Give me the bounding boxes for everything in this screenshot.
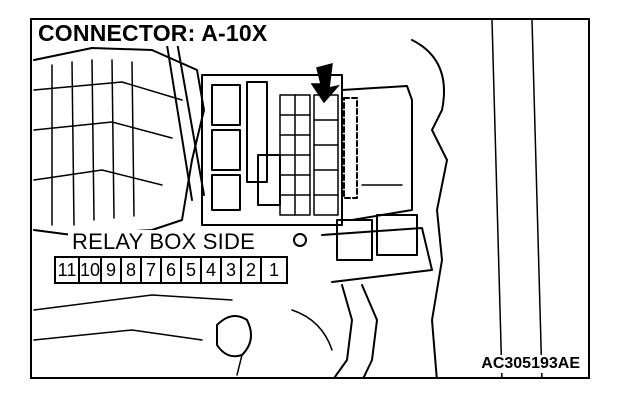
relay-box-side-label: RELAY BOX SIDE (68, 230, 259, 254)
pin-6: 6 (162, 258, 182, 282)
relay-box-cover (341, 85, 413, 221)
relay-block-2 (211, 129, 241, 171)
pin-11: 11 (56, 258, 80, 282)
lower-bracket (321, 227, 433, 283)
cable-strip (166, 41, 205, 201)
relay-block-3 (211, 174, 241, 211)
right-panel (411, 39, 448, 377)
pin-7: 7 (142, 258, 162, 282)
figure-code: AC305193AE (479, 355, 582, 373)
engine-bay-drawing (33, 20, 543, 377)
housing-ribs (51, 59, 135, 226)
lower-structure (33, 294, 233, 341)
lower-relay-2 (376, 214, 418, 256)
right-panel-2 (491, 20, 543, 377)
lower-relay-1 (336, 219, 373, 261)
diagram-frame: CONNECTOR: A-10X RELAY BOX SIDE 11 10 9 … (30, 18, 590, 379)
connector-title: CONNECTOR: A-10X (36, 20, 274, 46)
fuse-grid (279, 94, 339, 216)
wire-harness (333, 284, 378, 377)
pin-5: 5 (182, 258, 202, 282)
pin-2: 2 (242, 258, 262, 282)
relay-block-1 (211, 84, 241, 126)
pin-10: 10 (80, 258, 102, 282)
wire-harness-3 (236, 309, 333, 376)
pin-9: 9 (102, 258, 122, 282)
pin-3: 3 (222, 258, 242, 282)
pin-4: 4 (202, 258, 222, 282)
relay-block-5 (257, 154, 281, 206)
wire-harness-2 (216, 315, 252, 358)
housing-outline (33, 47, 205, 236)
connector-pin-row: 11 10 9 8 7 6 5 4 3 2 1 (54, 256, 288, 284)
housing-lower (33, 81, 183, 186)
bolt (293, 233, 307, 247)
pin-1: 1 (268, 260, 279, 280)
pin-8: 8 (122, 258, 142, 282)
connector-dashed (343, 97, 358, 199)
arrow-icon (310, 62, 341, 104)
